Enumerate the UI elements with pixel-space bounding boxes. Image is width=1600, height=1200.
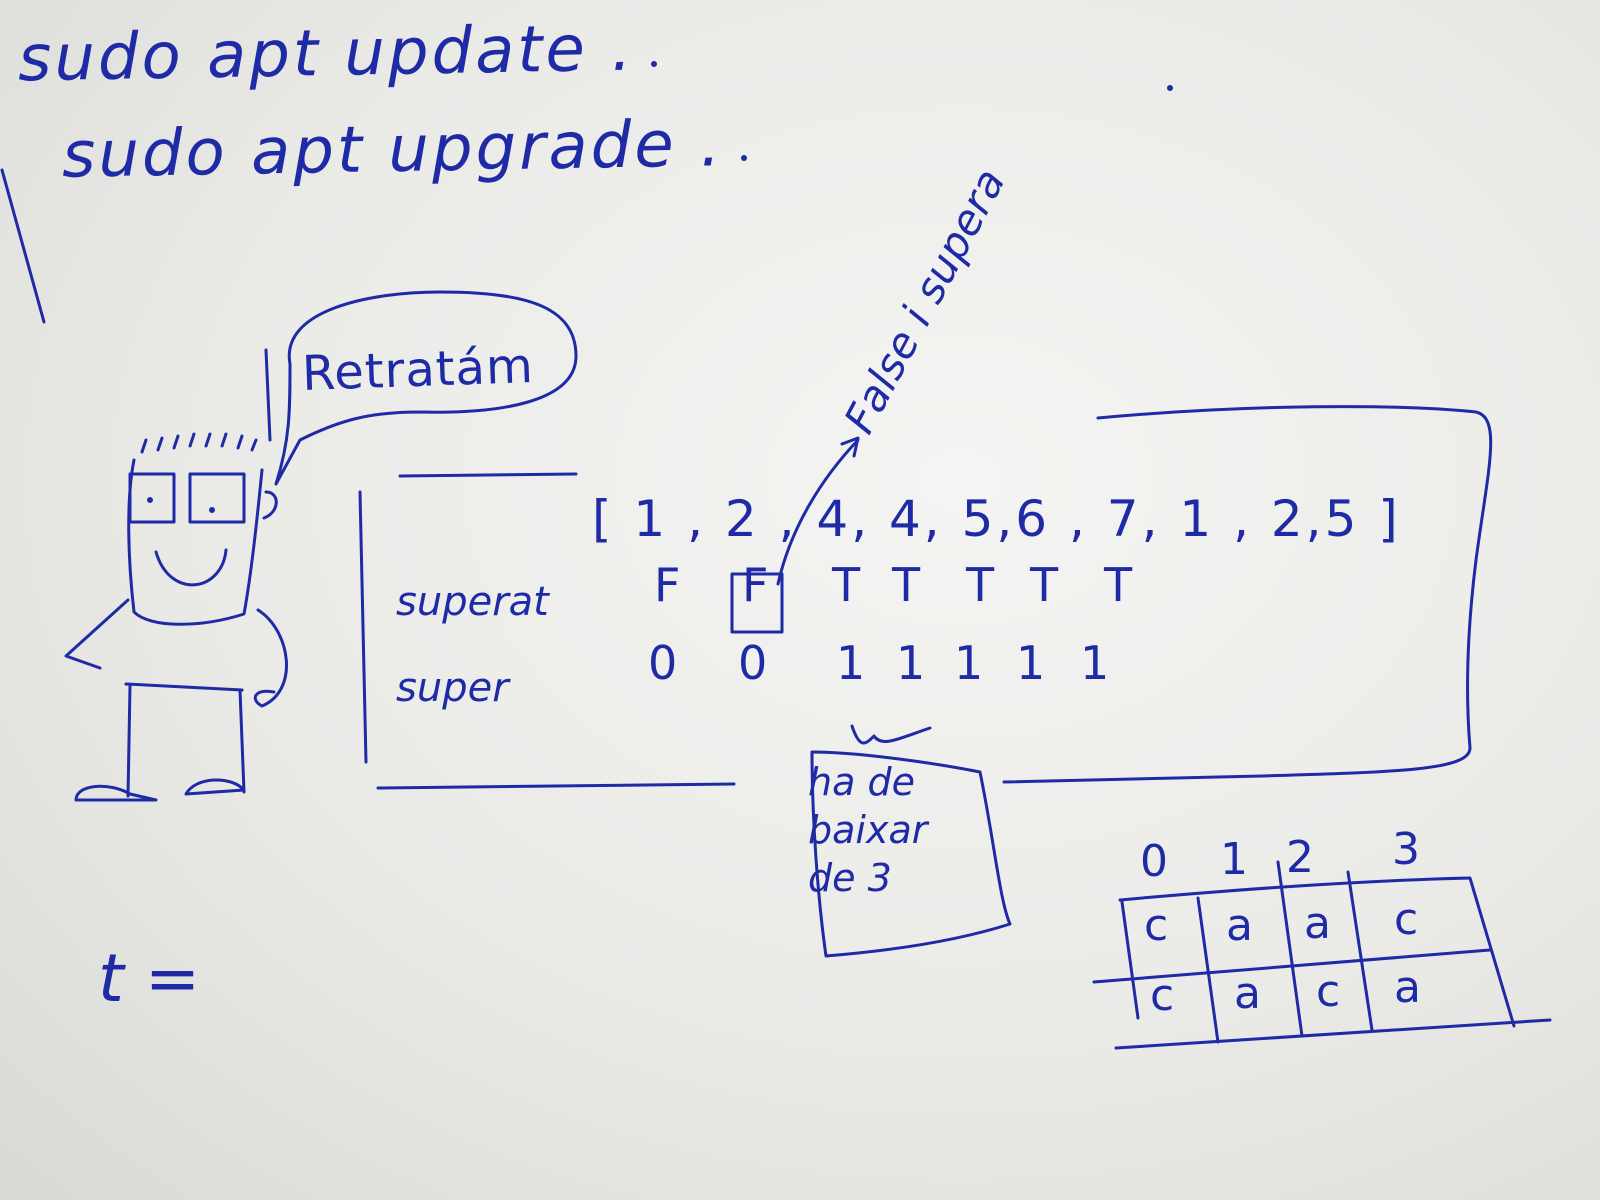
super-value: 1 xyxy=(836,636,866,690)
character-right-arm xyxy=(253,608,288,708)
underline-wiggle xyxy=(850,724,932,745)
curved-arrow xyxy=(776,436,860,586)
character-waist xyxy=(124,682,244,692)
superat-value: T xyxy=(966,558,995,612)
grid-index: 0 xyxy=(1140,836,1168,887)
grid-index: 2 xyxy=(1286,832,1314,883)
superat-value: T xyxy=(1030,558,1059,612)
grid-cell: a xyxy=(1394,962,1421,1013)
command-line-2: sudo apt upgrade . xyxy=(61,107,724,193)
command-line-1: sudo apt update . xyxy=(17,11,636,97)
table-left-bracket xyxy=(358,472,736,790)
super-value: 1 xyxy=(1016,636,1046,690)
character-right-leg xyxy=(184,688,246,796)
character-left-leg xyxy=(74,684,158,802)
note-text: ha de baixar de 3 xyxy=(808,760,928,900)
character-left-arm xyxy=(64,598,130,670)
dot-mark xyxy=(1167,85,1173,91)
super-value: 0 xyxy=(738,636,768,690)
superat-value-boxed: F xyxy=(742,558,769,612)
grid-cell: c xyxy=(1394,894,1419,945)
character-head xyxy=(127,458,264,626)
character-ear xyxy=(262,490,278,520)
array-values: [ 1 , 2 , 4, 4, 5,6 , 7, 1 , 2,5 ] xyxy=(592,490,1401,548)
super-value: 1 xyxy=(896,636,926,690)
highlight-box xyxy=(730,572,784,634)
character-smile xyxy=(154,548,228,587)
grid-cell: a xyxy=(1234,968,1261,1019)
cartoon-character xyxy=(64,432,288,802)
speech-bubble xyxy=(274,290,578,486)
grid-index: 3 xyxy=(1392,824,1420,875)
grid-cell: c xyxy=(1144,900,1169,951)
bottom-expression: t = xyxy=(98,940,201,1017)
character-left-eye xyxy=(128,472,176,524)
super-value: 1 xyxy=(954,636,984,690)
speech-text: Retratám xyxy=(301,337,535,403)
superat-value: T xyxy=(892,558,921,612)
super-value: 0 xyxy=(648,636,678,690)
row-label-super: super xyxy=(396,665,509,711)
margin-line xyxy=(0,168,46,324)
superat-value: F xyxy=(654,558,681,612)
dot-mark xyxy=(651,61,657,67)
grid-index: 1 xyxy=(1220,834,1248,885)
super-value: 1 xyxy=(1080,636,1110,690)
grid-cell: a xyxy=(1226,900,1253,951)
superat-value: T xyxy=(1104,558,1133,612)
row-label-superat: superat xyxy=(396,579,549,625)
table-right-bracket xyxy=(1002,405,1493,784)
dot-mark xyxy=(741,155,747,161)
grid-cell: a xyxy=(1304,898,1331,949)
superat-value: T xyxy=(832,558,861,612)
character-right-eye xyxy=(188,472,246,524)
grid-cell: c xyxy=(1150,970,1175,1021)
grid-cell: c xyxy=(1316,966,1341,1017)
character-hair xyxy=(140,432,258,454)
grid-lines xyxy=(1092,860,1552,1050)
note-box xyxy=(810,750,1012,958)
